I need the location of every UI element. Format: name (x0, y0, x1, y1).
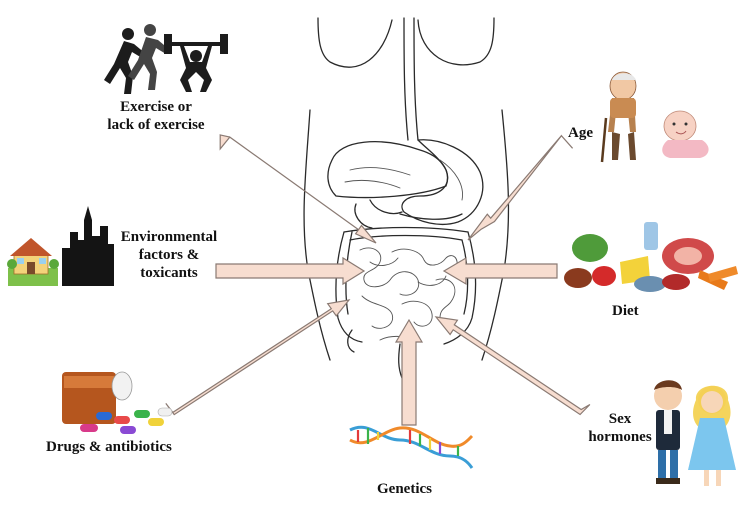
label-exercise-line2: lack of exercise (107, 117, 205, 133)
arrow-diet (442, 256, 558, 286)
label-env-line1: Environmental (120, 229, 218, 245)
arrow-exercise (219, 134, 377, 244)
label-age: Age (568, 125, 593, 141)
elderly-man-icon (600, 71, 637, 163)
label-exercise: Exercise or lack of exercise (96, 98, 216, 134)
arrow-age (467, 134, 574, 241)
label-sex-line2: hormones (588, 429, 652, 445)
pill-bottle-icon (62, 371, 173, 434)
arrow-drugs (165, 299, 351, 416)
label-env-line3: toxicants (140, 265, 198, 281)
runners-icon (104, 24, 170, 94)
city-skyline-icon (62, 206, 114, 286)
label-drugs: Drugs & antibiotics (46, 439, 172, 455)
label-env-line2: factors & (138, 247, 200, 263)
label-sex-hormones: Sex hormones (580, 410, 660, 446)
digestive-system-illustration (303, 17, 510, 379)
label-environment: Environmental factors & toxicants (108, 228, 230, 282)
label-diet: Diet (612, 303, 639, 319)
label-sex-line1: Sex (608, 411, 632, 427)
dna-icon (349, 425, 474, 469)
food-icon (564, 222, 738, 292)
children-icon (654, 380, 736, 486)
label-genetics: Genetics (377, 481, 432, 497)
baby-icon (662, 110, 709, 158)
weightlifter-icon (164, 34, 228, 92)
label-exercise-line1: Exercise or (120, 99, 192, 115)
arrow-sex-hormones (434, 316, 591, 416)
house-icon (7, 238, 59, 286)
arrow-genetics (394, 318, 424, 426)
arrow-environment (215, 256, 366, 286)
